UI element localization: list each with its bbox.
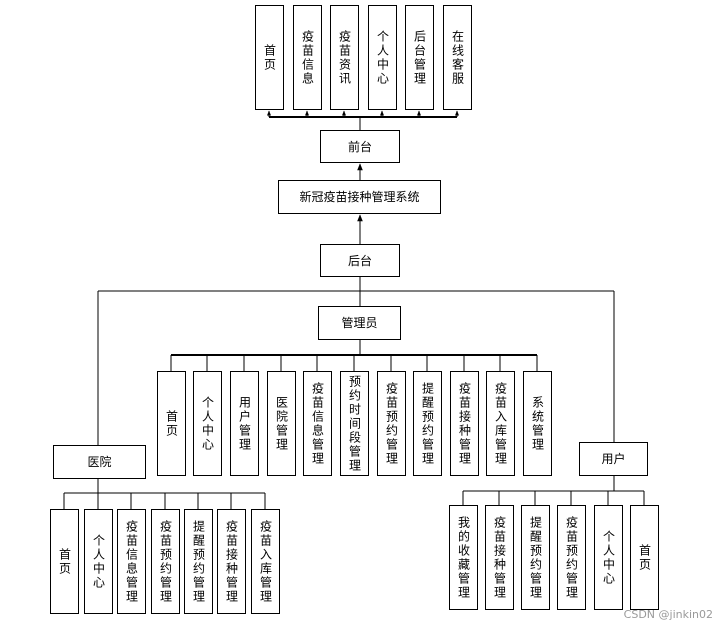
user-module-label: 疫苗接种管理 (492, 515, 507, 600)
admin-module-label: 系统管理 (530, 395, 545, 452)
user-module: 我的收藏管理 (449, 505, 478, 610)
front-node-label: 前台 (347, 139, 372, 154)
admin-module: 预约时间段管理 (340, 371, 369, 476)
hospital-module: 疫苗信息管理 (117, 509, 146, 614)
user-module-label: 个人中心 (601, 529, 616, 586)
admin-module: 疫苗接种管理 (450, 371, 479, 476)
admin-module-label: 个人中心 (200, 395, 215, 452)
admin-module-label: 提醒预约管理 (420, 381, 435, 466)
admin-module: 疫苗预约管理 (377, 371, 406, 476)
front-module-label: 个人中心 (375, 29, 390, 86)
hospital-node: 医院 (53, 445, 146, 479)
user-module-label: 提醒预约管理 (528, 515, 543, 600)
admin-module: 个人中心 (193, 371, 222, 476)
front-module: 个人中心 (368, 5, 397, 110)
user-node-label: 用户 (601, 452, 626, 466)
front-module-label: 疫苗信息 (300, 29, 315, 86)
user-module: 首页 (630, 505, 659, 610)
hospital-module: 疫苗入库管理 (251, 509, 280, 614)
admin-module: 系统管理 (523, 371, 552, 476)
user-module: 个人中心 (594, 505, 623, 610)
front-module-label: 在线客服 (450, 29, 465, 86)
hospital-module-label: 疫苗信息管理 (124, 519, 139, 604)
user-module: 提醒预约管理 (521, 505, 550, 610)
admin-module: 首页 (157, 371, 186, 476)
user-module: 疫苗接种管理 (485, 505, 514, 610)
admin-node: 管理员 (318, 306, 401, 340)
admin-module-label: 疫苗接种管理 (457, 381, 472, 466)
watermark: CSDN @jinkin02 (623, 608, 713, 621)
user-module-label: 首页 (637, 543, 652, 572)
backend-node-label: 后台 (347, 253, 372, 268)
admin-module-label: 疫苗信息管理 (310, 381, 325, 466)
admin-module-label: 首页 (164, 409, 179, 438)
admin-module-label: 疫苗入库管理 (493, 381, 508, 466)
front-module-label: 疫苗资讯 (337, 29, 352, 86)
user-node: 用户 (579, 442, 648, 476)
system-node-label: 新冠疫苗接种管理系统 (299, 190, 420, 204)
hospital-node-label: 医院 (87, 455, 112, 469)
user-module-label: 我的收藏管理 (456, 515, 471, 600)
admin-module-label: 用户管理 (237, 395, 252, 452)
front-module: 在线客服 (443, 5, 472, 110)
admin-module-label: 预约时间段管理 (347, 374, 362, 473)
hospital-module-label: 提醒预约管理 (191, 519, 206, 604)
hospital-module: 首页 (50, 509, 79, 614)
front-module: 后台管理 (405, 5, 434, 110)
hospital-module-label: 疫苗入库管理 (258, 519, 273, 604)
backend-node: 后台 (320, 244, 400, 277)
hospital-module: 个人中心 (84, 509, 113, 614)
front-module: 首页 (255, 5, 284, 110)
user-module-label: 疫苗预约管理 (564, 515, 579, 600)
admin-module-label: 疫苗预约管理 (384, 381, 399, 466)
system-node: 新冠疫苗接种管理系统 (278, 180, 441, 214)
admin-node-label: 管理员 (341, 316, 378, 330)
front-module: 疫苗信息 (293, 5, 322, 110)
admin-module: 疫苗信息管理 (303, 371, 332, 476)
front-node: 前台 (320, 130, 400, 163)
hospital-module-label: 个人中心 (91, 533, 106, 590)
hospital-module-label: 首页 (57, 547, 72, 576)
admin-module-label: 医院管理 (274, 395, 289, 452)
admin-module: 提醒预约管理 (413, 371, 442, 476)
hospital-module-label: 疫苗预约管理 (158, 519, 173, 604)
admin-module: 疫苗入库管理 (486, 371, 515, 476)
front-module-label: 后台管理 (412, 29, 427, 86)
front-module: 疫苗资讯 (330, 5, 359, 110)
hospital-module: 疫苗接种管理 (217, 509, 246, 614)
hospital-module: 疫苗预约管理 (151, 509, 180, 614)
hospital-module-label: 疫苗接种管理 (224, 519, 239, 604)
hospital-module: 提醒预约管理 (184, 509, 213, 614)
admin-module: 医院管理 (267, 371, 296, 476)
front-module-label: 首页 (262, 43, 277, 72)
user-module: 疫苗预约管理 (557, 505, 586, 610)
admin-module: 用户管理 (230, 371, 259, 476)
